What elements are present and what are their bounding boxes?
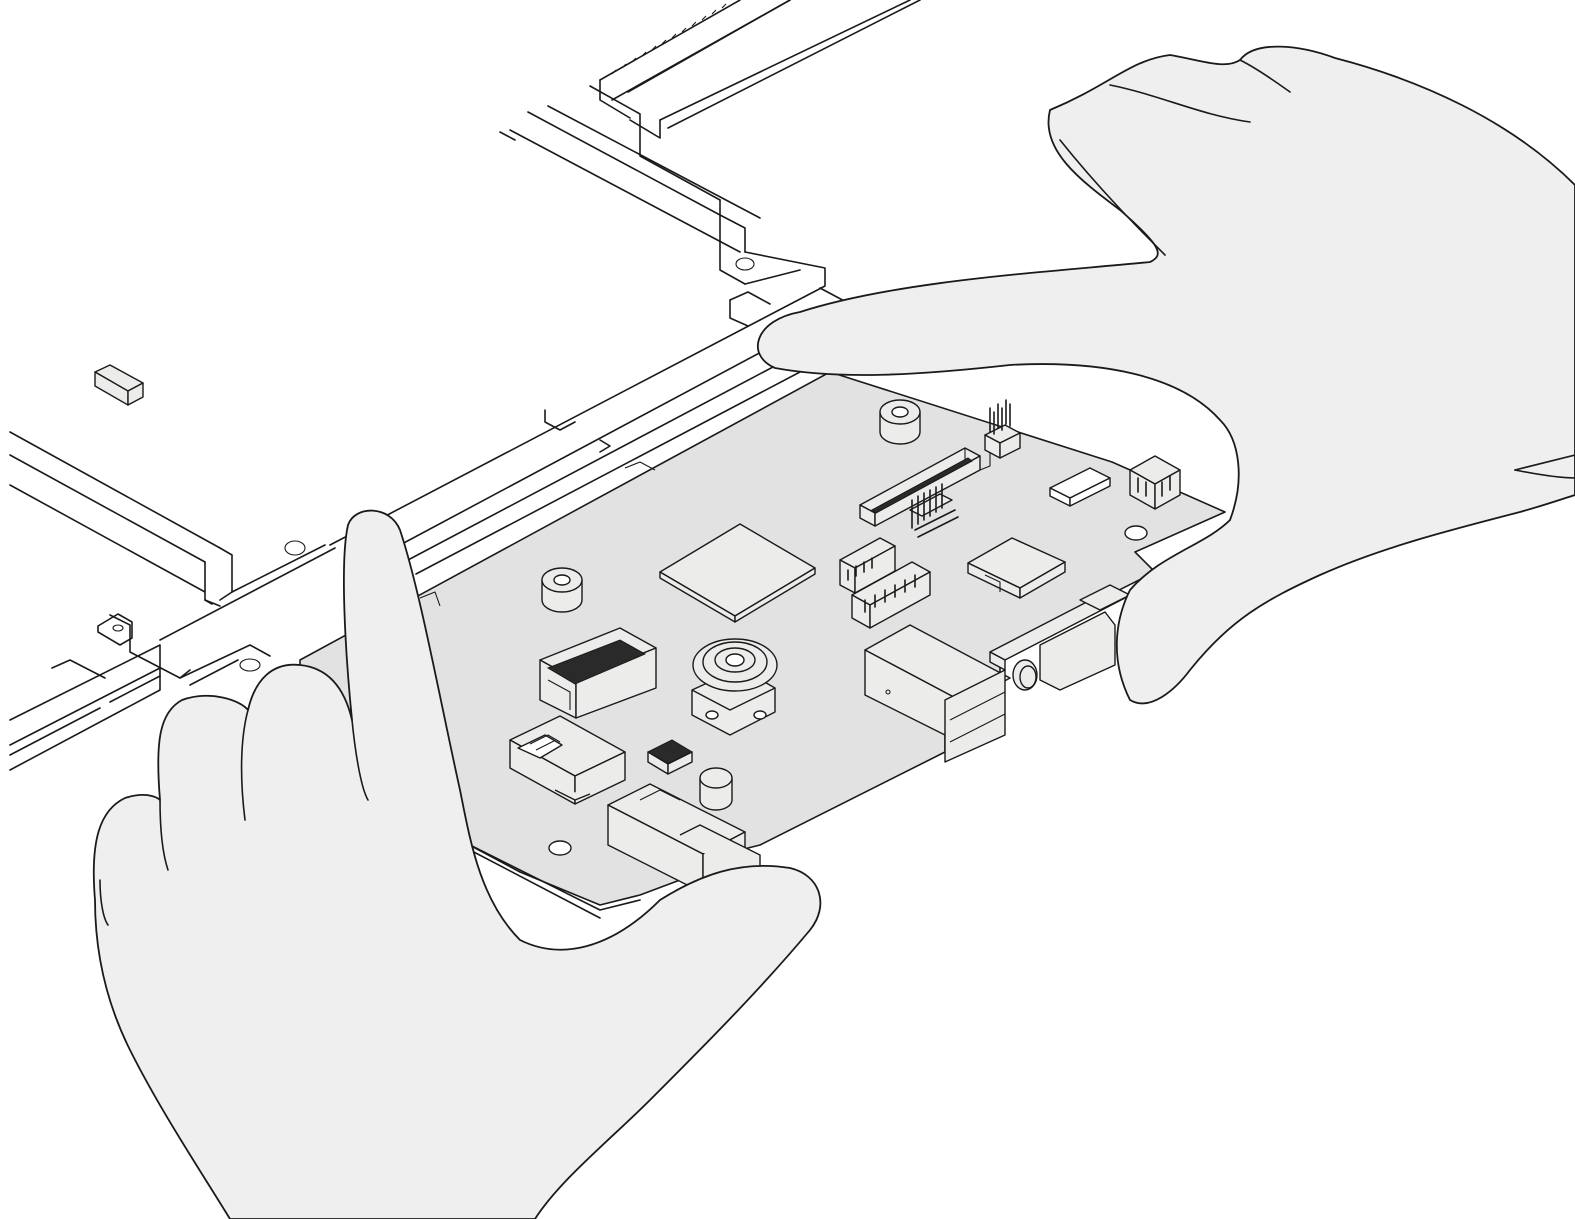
mini-connector [539, 627, 657, 719]
rear-io-block [864, 624, 1011, 763]
riser-slot-top [599, 0, 921, 139]
capacitor [699, 767, 733, 811]
small-connector [1049, 467, 1111, 507]
right-hand [757, 45, 1575, 705]
round-connector [691, 638, 778, 736]
usb-port [509, 715, 626, 805]
riser-slot-left [9, 431, 233, 607]
small-ic [646, 739, 694, 775]
processor-chip [659, 523, 816, 623]
long-slot-connector [859, 447, 991, 527]
pin-header [984, 399, 1021, 459]
system-io-board [299, 371, 1226, 919]
fan-connector [1129, 455, 1181, 510]
chassis-frame [9, 0, 921, 771]
standoff [879, 399, 921, 445]
box-header [839, 537, 896, 594]
sd-card-slot [967, 537, 1066, 599]
serial-connector [989, 584, 1131, 691]
left-hand [92, 509, 822, 1219]
pin-header-angled [909, 483, 959, 538]
box-header-2 [851, 561, 931, 629]
standoff [541, 567, 583, 613]
